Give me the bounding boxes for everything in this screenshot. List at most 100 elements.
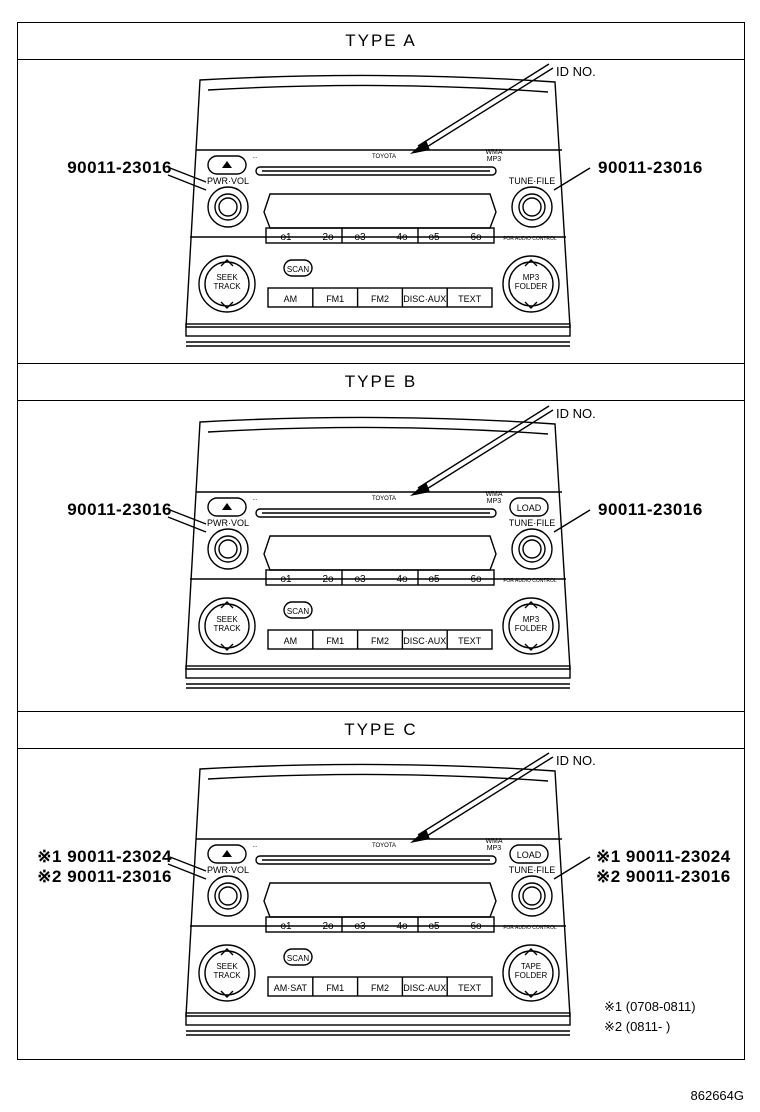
- left-leader: [169, 167, 207, 183]
- faceplate-top-rim: [207, 773, 549, 782]
- radio-faceplate: [167, 405, 591, 689]
- mode-button-1: AM·SAT: [274, 983, 308, 993]
- pwr-vol-knob-inner: [214, 193, 242, 221]
- tune-file-label: TUNE·FILE: [509, 176, 556, 186]
- seek-track-label: TRACK: [213, 624, 241, 633]
- format-label: MP3: [487, 156, 502, 163]
- right-leader: [553, 167, 591, 191]
- tune-file-label: TUNE·FILE: [509, 865, 556, 875]
- tune-file-knob: [511, 528, 553, 570]
- eject-icon: [222, 850, 232, 857]
- right-part-number: 90011-23016: [598, 500, 703, 519]
- mode-button-2: FM1: [326, 983, 344, 993]
- scan-button-label: SCAN: [287, 265, 309, 274]
- folder-down-arrow: [524, 643, 538, 651]
- left-leader: [167, 174, 207, 191]
- preset-button-4: 4o: [396, 921, 408, 932]
- tune-file-knob-inner: [518, 193, 546, 221]
- seek-up-arrow: [220, 259, 234, 267]
- right-leader: [553, 856, 591, 880]
- preset-button-1: o1: [280, 232, 292, 243]
- scan-button: [283, 259, 313, 277]
- id-arrow-head: [410, 482, 430, 496]
- section-title-1: TYPE A: [17, 22, 745, 60]
- seek-track-knob: [198, 944, 256, 1002]
- preset-button-3: o3: [354, 574, 366, 585]
- steering-label: FOR AUDIO CONTROL: [503, 578, 557, 584]
- seek-track-label: TRACK: [213, 971, 241, 980]
- mode-button-1: AM: [284, 636, 298, 646]
- left-part-number: ※2 90011-23016: [37, 867, 172, 886]
- id-no-label: ID NO.: [556, 406, 596, 421]
- scan-button: [283, 948, 313, 966]
- preset-button-3: o3: [354, 232, 366, 243]
- mode-button-5: TEXT: [458, 636, 482, 646]
- tune-file-knob-inner: [518, 882, 546, 910]
- seek-track-label: SEEK: [216, 273, 238, 282]
- right-part-number: ※2 90011-23016: [596, 867, 731, 886]
- format-label: WMA: [485, 838, 502, 845]
- eject-button: [207, 497, 247, 517]
- preset-button-3: o3: [354, 921, 366, 932]
- id-arrow-line: [421, 756, 554, 840]
- seek-down-arrow: [220, 643, 234, 651]
- folder-knob-label: FOLDER: [515, 624, 548, 633]
- cd-slot: [255, 508, 497, 518]
- folder-knob-inner: [508, 950, 554, 996]
- eject-legend: ...: [252, 154, 257, 160]
- pwr-vol-knob-core: [218, 886, 238, 906]
- tune-file-knob-core: [522, 886, 542, 906]
- pwr-vol-knob-core: [218, 197, 238, 217]
- mode-button-1: AM: [284, 294, 298, 304]
- left-leader: [167, 863, 207, 880]
- display-window: [263, 882, 497, 918]
- folder-knob: [502, 597, 560, 655]
- folder-knob: [502, 944, 560, 1002]
- left-leader: [169, 509, 207, 525]
- preset-bar: [265, 916, 495, 933]
- seek-track-label: SEEK: [216, 615, 238, 624]
- left-part-number: ※1 90011-23024: [37, 847, 172, 866]
- id-arrow-line: [421, 409, 554, 493]
- mode-button-2: FM1: [326, 294, 344, 304]
- mode-button-bar: [267, 287, 493, 308]
- eject-icon: [222, 161, 232, 168]
- faceplate-outline: [185, 74, 571, 328]
- mode-button-3: FM2: [371, 294, 389, 304]
- preset-button-6: 6o: [470, 574, 482, 585]
- format-label: WMA: [485, 149, 502, 156]
- seek-down-arrow: [220, 301, 234, 309]
- faceplate-outline: [185, 763, 571, 1017]
- tune-file-knob-core: [522, 539, 542, 559]
- folder-up-arrow: [524, 259, 538, 267]
- brand-logo: TOYOTA: [372, 154, 396, 160]
- preset-button-2: 2o: [322, 574, 334, 585]
- mode-button-bar: [267, 976, 493, 997]
- tune-file-knob-core: [522, 197, 542, 217]
- preset-button-1: o1: [280, 921, 292, 932]
- mode-button-4: DISC·AUX: [403, 636, 446, 646]
- faceplate-base: [185, 1012, 571, 1026]
- load-button: [509, 497, 549, 517]
- folder-knob-label: TAPE: [521, 962, 541, 971]
- pwr-vol-label: PWR·VOL: [207, 865, 249, 875]
- eject-legend: ...: [252, 496, 257, 502]
- format-label: MP3: [487, 845, 502, 852]
- seek-track-knob-inner: [204, 603, 250, 649]
- pwr-vol-knob-inner: [214, 882, 242, 910]
- tune-file-knob: [511, 186, 553, 228]
- folder-up-arrow: [524, 601, 538, 609]
- cd-slot: [255, 166, 497, 176]
- diagram-frame: [17, 22, 745, 1060]
- tune-file-label: TUNE·FILE: [509, 518, 556, 528]
- scan-button-label: SCAN: [287, 954, 309, 963]
- seek-track-label: TRACK: [213, 282, 241, 291]
- scan-button: [283, 601, 313, 619]
- tune-file-knob-inner: [518, 535, 546, 563]
- pwr-vol-label: PWR·VOL: [207, 176, 249, 186]
- left-leader: [169, 856, 207, 872]
- seek-track-knob-inner: [204, 950, 250, 996]
- mode-button-4: DISC·AUX: [403, 294, 446, 304]
- mode-button-5: TEXT: [458, 294, 482, 304]
